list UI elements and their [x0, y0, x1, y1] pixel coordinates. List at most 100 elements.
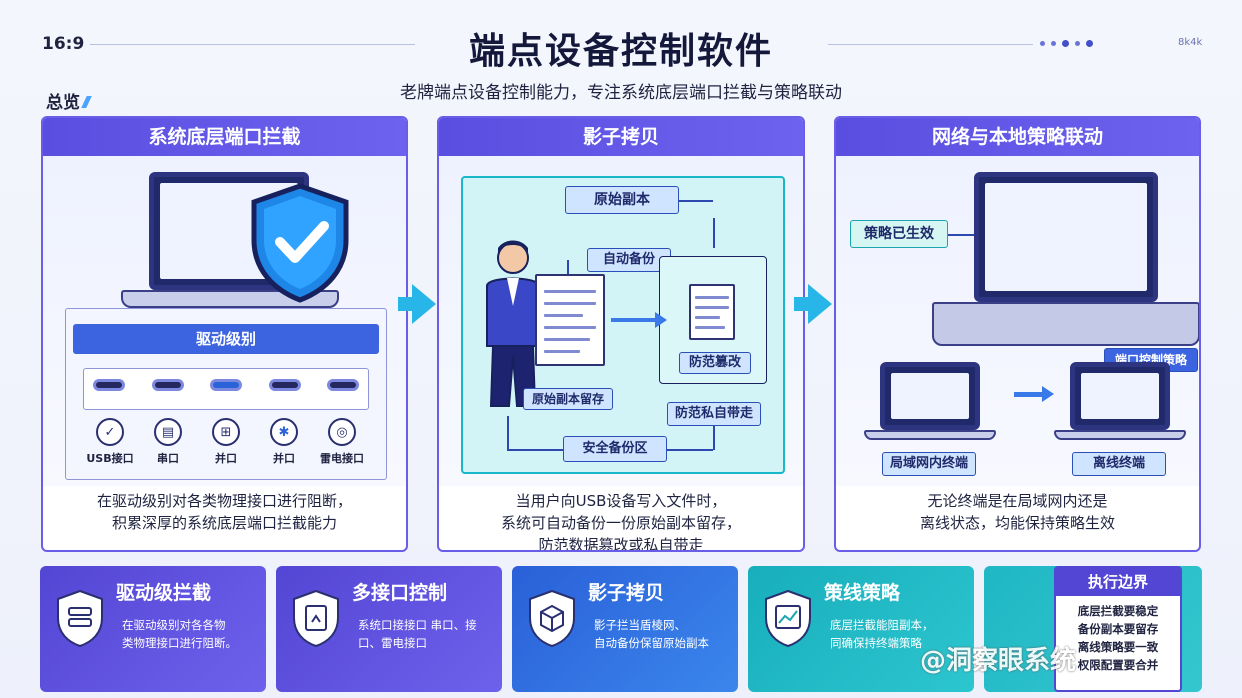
original-copy-tag: 原始副本 [565, 186, 679, 214]
caption-line: 当用户向USB设备写入文件时， [515, 492, 727, 510]
boundary-list: 底层拦截要稳定 备份副本要留存 离线策略要一致 权限配置要合并 [1056, 596, 1180, 680]
panel-title: 网络与本地策略联动 [836, 118, 1199, 156]
panel-caption: 无论终端是在局域网内还是 离线状态，均能保持策略生效 [846, 490, 1189, 534]
overview-label: 总览 [46, 88, 92, 113]
card-title: 驱动级拦截 [116, 582, 212, 604]
lan-laptop-screen [880, 362, 980, 430]
card-desc: 在驱动级别对各各物类物理接口进行阻断。 [122, 618, 237, 650]
port-item-thunderbolt: ◎ 雷电接口 [313, 418, 371, 466]
boundary-card: 执行边界 底层拦截要稳定 备份副本要留存 离线策略要一致 权限配置要合并 [984, 566, 1202, 692]
watermark: @洞察眼系统 [920, 646, 1077, 676]
flow-arrowhead-icon [655, 312, 667, 328]
usb-icon: ✓ [96, 418, 124, 446]
card-title: 影子拷贝 [588, 582, 665, 604]
decorative-dots [1040, 40, 1093, 47]
card-desc: 影子拦当盾棱网、自动备份保留原始副本 [594, 618, 709, 650]
connector-line [679, 200, 713, 202]
connector-line [667, 449, 713, 451]
lan-laptop-keyboard [864, 430, 996, 440]
usb-c-port-icon [210, 379, 242, 391]
overview-text: 总览 [46, 93, 80, 113]
flow-arrow-icon [611, 318, 659, 322]
parallel-port-icon: ⊞ [212, 418, 240, 446]
feature-card-driver: 驱动级拦截 在驱动级别对各各物类物理接口进行阻断。 [40, 566, 266, 692]
card-title: 多接口控制 [352, 582, 448, 604]
feature-card-multi-port: 多接口控制 系统口接接口 串口、接口、雷电接口 [276, 566, 502, 692]
caption-line: 积累深厚的系统底层端口拦截能力 [111, 514, 337, 532]
panel-shadow-copy: 影子拷贝 原始副本 自动备份 防范篡改 原始副本留存 防范私自带走 安全备份区 [437, 116, 805, 552]
panel-title: 影子拷贝 [439, 118, 803, 156]
thunderbolt-icon: ◎ [328, 418, 356, 446]
port-item-parallel: ⊞ 并口 [197, 418, 255, 466]
flow-arrow-right-icon [398, 284, 436, 324]
shield-check-icon [251, 183, 349, 303]
offline-terminal-tag: 离线终端 [1072, 452, 1166, 476]
user-person-icon [486, 240, 540, 407]
connector-line [713, 218, 715, 248]
panel-policy-linkage: 网络与本地策略联动 策略已生效 端口控制策略 局域网内终端 离线终端 无论终端是… [834, 116, 1201, 552]
lan-terminal-tag: 局域网内终端 [882, 452, 976, 476]
panel-illustration: 驱动级别 ✓USB接口 ▤ 串口 ⊞ 并口 ✱ 并口 ◎ 雷电接口 [43, 156, 406, 486]
usb-port-icon [93, 379, 125, 391]
boundary-line: 底层拦截要稳定 [1077, 604, 1159, 618]
panel-illustration: 策略已生效 端口控制策略 局域网内终端 离线终端 [836, 156, 1199, 486]
boundary-box: 执行边界 底层拦截要稳定 备份副本要留存 离线策略要一致 权限配置要合并 [1054, 566, 1182, 692]
boundary-line: 备份副本要留存 [1077, 622, 1159, 636]
prevent-tamper-tag: 防范篡改 [679, 352, 751, 374]
caption-line: 离线状态，均能保持策略生效 [919, 514, 1115, 532]
port-item-usb: ✓USB接口 [81, 418, 139, 466]
port-item-chip: ✱ 并口 [255, 418, 313, 466]
connector-line [713, 426, 715, 450]
flow-arrow-right-icon [794, 284, 832, 324]
offline-laptop-keyboard [1054, 430, 1186, 440]
feature-cards: 驱动级拦截 在驱动级别对各各物类物理接口进行阻断。 多接口控制 系统口接接口 串… [40, 566, 1202, 692]
aspect-ratio-label: 16:9 [42, 34, 85, 54]
chip-icon: ✱ [270, 418, 298, 446]
panel-title: 系统底层端口拦截 [43, 118, 406, 156]
connector-line [507, 449, 563, 451]
card-title: 策线策略 [824, 582, 901, 604]
page-subtitle: 老牌端点设备控制能力，专注系统底层端口拦截与策略联动 [400, 83, 842, 103]
connector-line [567, 260, 569, 274]
central-laptop-keyboard [932, 302, 1199, 346]
policy-effective-tag: 策略已生效 [850, 220, 948, 248]
driver-level-bar: 驱动级别 [73, 324, 379, 354]
card-desc: 系统口接接口 串口、接口、雷电接口 [358, 618, 477, 650]
chart-shield-icon [765, 589, 811, 648]
offline-laptop-screen [1070, 362, 1170, 430]
header-divider-left [90, 44, 415, 45]
original-kept-tag: 原始副本留存 [523, 388, 613, 410]
port-label: 雷电接口 [320, 452, 364, 465]
caption-line: 系统可自动备份一份原始副本留存， [500, 514, 741, 532]
copy-document-icon [689, 284, 735, 340]
feature-card-policy: 策线策略 底层拦截能阻副本，同确保持终端策略 [748, 566, 974, 692]
cube-shield-icon [529, 589, 575, 648]
serial-port-icon [151, 379, 184, 391]
panel-port-interception: 系统底层端口拦截 驱动级别 ✓USB接口 ▤ 串口 ⊞ 并口 ✱ 并口 ◎ 雷电接口 [41, 116, 408, 552]
central-laptop-screen [974, 172, 1158, 302]
sync-arrow-icon [1014, 392, 1044, 397]
port-shield-icon [293, 589, 339, 648]
caption-line: 在驱动级别对各类物理接口进行阻断， [96, 492, 352, 510]
thunderbolt-port-icon [327, 379, 359, 391]
card-desc: 底层拦截能阻副本，同确保持终端策略 [830, 618, 934, 650]
corner-label: 8k4k [1178, 37, 1203, 48]
document-icon [535, 274, 605, 366]
port-label: 并口 [215, 452, 237, 465]
port-label: 并口 [273, 452, 295, 465]
secure-backup-zone-tag: 安全备份区 [563, 436, 667, 462]
server-shield-icon [57, 589, 103, 648]
connector-line [948, 234, 974, 236]
boundary-title: 执行边界 [1056, 568, 1180, 596]
port-row [93, 379, 359, 391]
caption-line: 防范数据篡改或私自带走 [538, 536, 704, 552]
header-divider-right [828, 44, 1033, 45]
feature-card-shadow-copy: 影子拷贝 影子拦当盾棱网、自动备份保留原始副本 [512, 566, 738, 692]
boundary-line: 离线策略要一致 [1077, 640, 1159, 654]
prevent-carry-tag: 防范私自带走 [667, 402, 761, 426]
panel-illustration: 原始副本 自动备份 防范篡改 原始副本留存 防范私自带走 安全备份区 [439, 156, 803, 486]
serial-port-icon: ▤ [154, 418, 182, 446]
port-label: 串口 [157, 452, 179, 465]
sync-arrowhead-icon [1042, 386, 1054, 402]
panel-caption: 当用户向USB设备写入文件时， 系统可自动备份一份原始副本留存， 防范数据篡改或… [449, 490, 793, 552]
